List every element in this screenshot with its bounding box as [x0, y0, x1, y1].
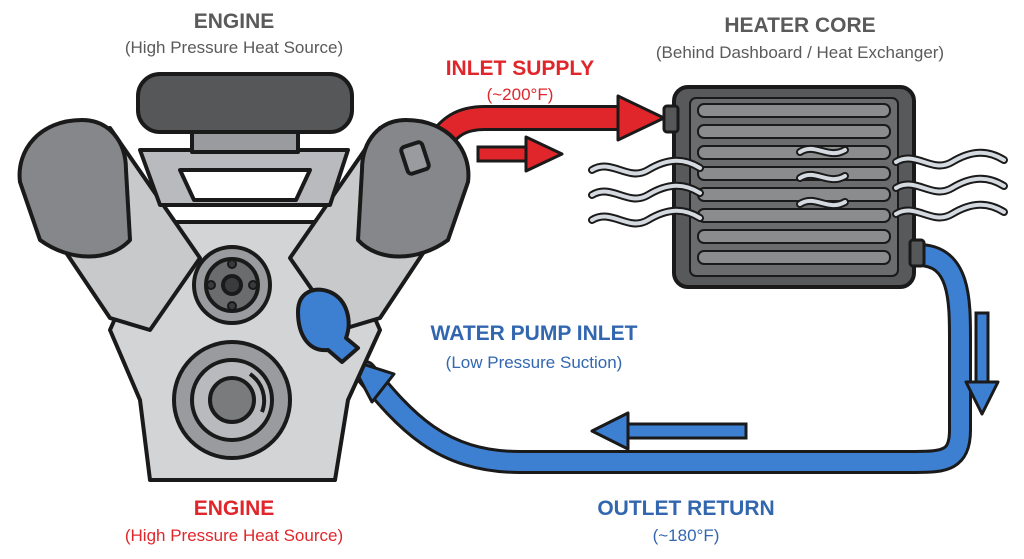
inlet-supply-heading: INLET SUPPLY (~200°F) — [446, 57, 595, 104]
heater-core-subtitle: (Behind Dashboard / Heat Exchanger) — [656, 43, 944, 62]
air-wave-icon — [588, 144, 1008, 228]
engine-top-heading: ENGINE (High Pressure Heat Source) — [125, 10, 343, 57]
water-pump-icon — [296, 287, 360, 364]
engine-top-subtitle: (High Pressure Heat Source) — [125, 38, 343, 57]
right-flow-arrow — [476, 135, 564, 173]
engine-bottom-subtitle: (High Pressure Heat Source) — [125, 526, 343, 545]
outlet-return-heading: OUTLET RETURN (~180°F) — [597, 497, 774, 545]
outlet-return-title: OUTLET RETURN — [597, 497, 774, 520]
left-flow-arrow — [590, 411, 748, 451]
engine-bottom-heading: ENGINE (High Pressure Heat Source) — [125, 497, 343, 545]
inlet-supply-temp: (~200°F) — [487, 85, 554, 104]
engine-bottom-title: ENGINE — [194, 497, 275, 520]
heater-core-heading: HEATER CORE (Behind Dashboard / Heat Exc… — [656, 14, 944, 62]
engine-top-title: ENGINE — [194, 10, 275, 33]
inlet-supply-title: INLET SUPPLY — [446, 57, 595, 80]
outlet-return-temp: (~180°F) — [653, 526, 720, 545]
v-engine-icon — [17, 72, 471, 482]
heater-core-title: HEATER CORE — [724, 14, 875, 37]
water-pump-title: WATER PUMP INLET — [431, 322, 638, 345]
water-pump-subtitle: (Low Pressure Suction) — [446, 353, 623, 372]
down-flow-arrow — [964, 311, 1000, 416]
water-pump-heading: WATER PUMP INLET (Low Pressure Suction) — [431, 322, 638, 372]
radiator-icon — [662, 85, 926, 289]
supply-arrow-head — [616, 94, 666, 142]
